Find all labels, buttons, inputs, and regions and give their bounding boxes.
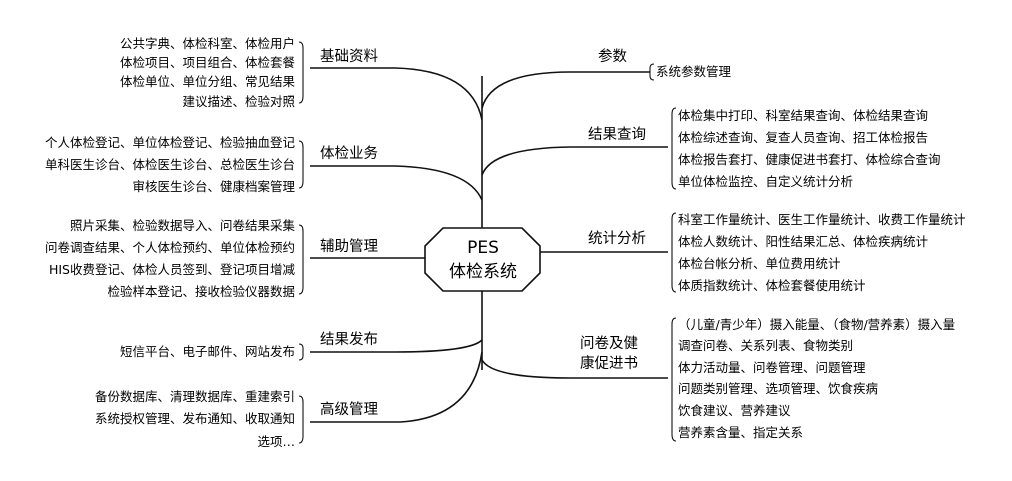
bracket-jichu xyxy=(298,41,304,104)
bracket-jieguo xyxy=(671,107,677,190)
connector-jieguo xyxy=(481,146,668,176)
branch-item: 审核医生诊台、健康档案管理 xyxy=(132,179,295,194)
branch-item: HIS收费登记、体检人员签到、登记项目增减 xyxy=(49,262,296,277)
connector-gaoji xyxy=(310,351,483,423)
branch-item: 选项… xyxy=(257,434,295,449)
branch-item: 个人体检登记、单位体检登记、检验抽血登记 xyxy=(45,135,296,150)
branch-item: 体检综述查询、复查人员查询、招工体检报告 xyxy=(678,130,928,145)
branch-item: 体质指数统计、体检套餐使用统计 xyxy=(678,278,866,293)
bracket-canshu xyxy=(649,63,655,81)
branch-title-jieguo: 结果查询 xyxy=(588,126,646,143)
branch-item: 体检单位、单位分组、常见结果 xyxy=(120,74,296,89)
branch-item: 体检报告套打、健康促进书套打、体检综合查询 xyxy=(678,152,941,167)
center-octagon xyxy=(424,227,541,292)
branch-item: 体力活动量、问卷管理、问题管理 xyxy=(678,360,866,375)
branch-title-fabu: 结果发布 xyxy=(320,331,378,348)
branch-item: 体检集中打印、科室结果查询、体检结果查询 xyxy=(678,108,928,123)
branch-title-canshu: 参数 xyxy=(598,48,627,65)
connector-jichu xyxy=(310,67,483,121)
bracket-gaoji xyxy=(298,395,304,444)
branch-item: 体检台帐分析、单位费用统计 xyxy=(678,256,841,271)
branch-item: 问卷调查结果、个人体检预约、单位体检预约 xyxy=(45,240,295,255)
connector-yewu xyxy=(310,165,483,201)
center-node: PES 体检系统 xyxy=(424,227,541,292)
branch-item: 体检项目、项目组合、体检套餐 xyxy=(120,55,296,70)
branch-title-gaoji: 高级管理 xyxy=(320,401,378,418)
branch-item: 系统授权管理、发布通知、收取通知 xyxy=(95,411,295,426)
branch-item: 照片采集、检验数据导入、问卷结果采集 xyxy=(70,218,296,233)
branch-item: 检验样本登记、接收检验仪器数据 xyxy=(107,284,295,299)
left-branch-items: 公共字典、体检科室、体检用户 体检项目、项目组合、体检套餐 体检单位、单位分组、… xyxy=(45,36,296,449)
branch-title-yewu: 体检业务 xyxy=(320,145,378,162)
connector-fabu xyxy=(310,339,483,353)
branch-title-jichu: 基础资料 xyxy=(320,48,378,65)
branch-item: （儿童/青少年）摄入能量、（食物/营养素）摄入量 xyxy=(678,317,955,332)
center-title-line1: PES xyxy=(467,238,499,258)
center-title-line2: 体检系统 xyxy=(449,262,517,282)
branch-item: 短信平台、电子邮件、网站发布 xyxy=(120,344,295,359)
branch-item: 体检人数统计、阳性结果汇总、体检疾病统计 xyxy=(678,234,928,249)
right-branch-titles: 参数 结果查询 统计分析 问卷及健 康促进书 xyxy=(580,48,646,372)
connector-canshu xyxy=(481,71,650,109)
branch-title-tongji: 统计分析 xyxy=(588,230,646,247)
right-branch-items: 系统参数管理 体检集中打印、科室结果查询、体检结果查询 体检综述查询、复查人员查… xyxy=(656,64,966,440)
branch-item: 备份数据库、清理数据库、重建索引 xyxy=(95,389,295,404)
bracket-wenjuan xyxy=(671,317,677,442)
branch-item: 营养素含量、指定关系 xyxy=(678,425,803,440)
bracket-fabu xyxy=(298,343,304,361)
branch-item: 单科医生诊台、体检医生诊台、总检医生诊台 xyxy=(45,157,295,172)
bracket-fuzhu xyxy=(298,224,304,295)
branch-title-fuzhu: 辅助管理 xyxy=(320,238,378,255)
brackets xyxy=(298,41,677,444)
branch-item: 单位体检监控、自定义统计分析 xyxy=(678,174,853,189)
connector-lines xyxy=(310,67,668,423)
branch-item: 系统参数管理 xyxy=(656,64,732,79)
branch-item: 科室工作量统计、医生工作量统计、收费工作量统计 xyxy=(678,212,966,227)
branch-item: 饮食建议、营养建议 xyxy=(678,403,791,418)
bracket-tongji xyxy=(671,212,677,293)
branch-item: 问题类别管理、选项管理、饮食疾病 xyxy=(678,381,878,396)
left-branch-titles: 基础资料 体检业务 辅助管理 结果发布 高级管理 xyxy=(320,48,378,418)
branch-title-wenjuan-line2: 康促进书 xyxy=(580,355,638,372)
branch-item: 调查问卷、关系列表、食物类别 xyxy=(678,338,853,353)
branch-item: 建议描述、检验对照 xyxy=(182,94,295,109)
connector-wenjuan xyxy=(481,359,668,379)
bracket-yewu xyxy=(298,140,304,189)
branch-title-wenjuan-line1: 问卷及健 xyxy=(580,335,638,352)
branch-item: 公共字典、体检科室、体检用户 xyxy=(120,36,295,51)
